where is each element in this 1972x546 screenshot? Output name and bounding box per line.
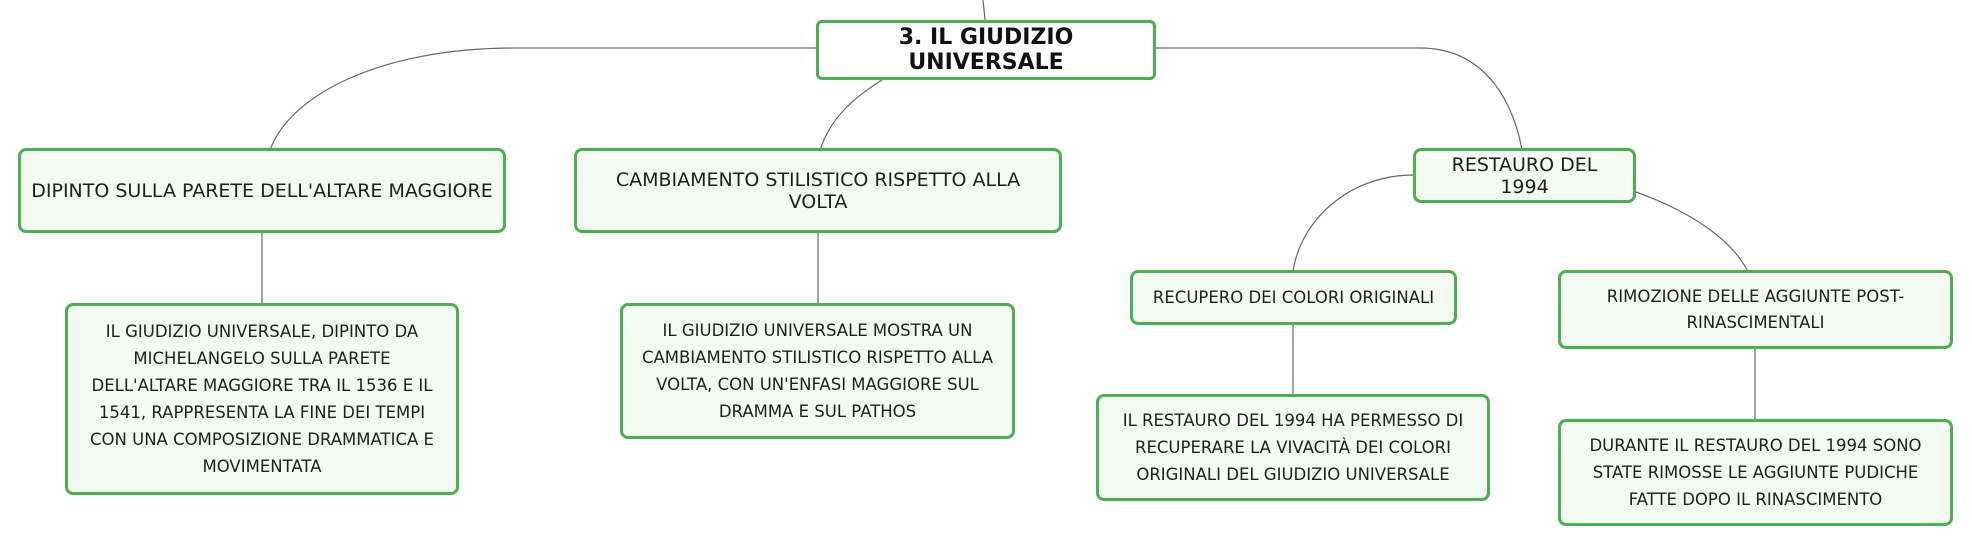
node-recupero-label: RECUPERO DEI COLORI ORIGINALI bbox=[1152, 287, 1435, 307]
node-dipinto[interactable]: DIPINTO SULLA PARETE DELL'ALTARE MAGGIOR… bbox=[18, 148, 506, 233]
node-rimozione[interactable]: RIMOZIONE DELLE AGGIUNTE POST-RINASCIMEN… bbox=[1558, 270, 1953, 349]
node-cambiamento-detail-text: IL GIUDIZIO UNIVERSALE MOSTRA UN CAMBIAM… bbox=[641, 321, 994, 421]
connector-root-to-cambiamento bbox=[819, 79, 883, 151]
node-cambiamento-label: CAMBIAMENTO STILISTICO RISPETTO ALLA VOL… bbox=[615, 168, 1021, 213]
node-rimozione-detail[interactable]: DURANTE IL RESTAURO DEL 1994 SONO STATE … bbox=[1558, 419, 1953, 526]
node-dipinto-detail-text: IL GIUDIZIO UNIVERSALE, DIPINTO DA MICHE… bbox=[90, 322, 434, 476]
node-restauro[interactable]: RESTAURO DEL 1994 bbox=[1413, 148, 1636, 203]
root-node-label: 3. IL GIUDIZIO UNIVERSALE bbox=[898, 25, 1074, 75]
node-dipinto-label: DIPINTO SULLA PARETE DELL'ALTARE MAGGIOR… bbox=[31, 179, 493, 202]
connector-root-to-restauro bbox=[1156, 47, 1523, 151]
connector-parent-to-root bbox=[982, 0, 986, 21]
node-dipinto-detail[interactable]: IL GIUDIZIO UNIVERSALE, DIPINTO DA MICHE… bbox=[65, 303, 459, 495]
connector-restauro-to-recupero bbox=[1292, 174, 1414, 273]
node-recupero-detail-text: IL RESTAURO DEL 1994 HA PERMESSO DI RECU… bbox=[1122, 411, 1464, 484]
node-recupero[interactable]: RECUPERO DEI COLORI ORIGINALI bbox=[1130, 270, 1457, 325]
node-rimozione-detail-text: DURANTE IL RESTAURO DEL 1994 SONO STATE … bbox=[1589, 436, 1922, 509]
node-cambiamento-detail[interactable]: IL GIUDIZIO UNIVERSALE MOSTRA UN CAMBIAM… bbox=[620, 303, 1015, 439]
node-restauro-label: RESTAURO DEL 1994 bbox=[1451, 153, 1598, 198]
root-node[interactable]: 3. IL GIUDIZIO UNIVERSALE bbox=[816, 20, 1156, 80]
node-rimozione-label: RIMOZIONE DELLE AGGIUNTE POST-RINASCIMEN… bbox=[1606, 286, 1905, 332]
connector-restauro-to-rimozione bbox=[1635, 191, 1749, 273]
node-cambiamento[interactable]: CAMBIAMENTO STILISTICO RISPETTO ALLA VOL… bbox=[574, 148, 1062, 233]
connector-root-to-dipinto bbox=[269, 47, 816, 151]
node-recupero-detail[interactable]: IL RESTAURO DEL 1994 HA PERMESSO DI RECU… bbox=[1096, 394, 1490, 501]
